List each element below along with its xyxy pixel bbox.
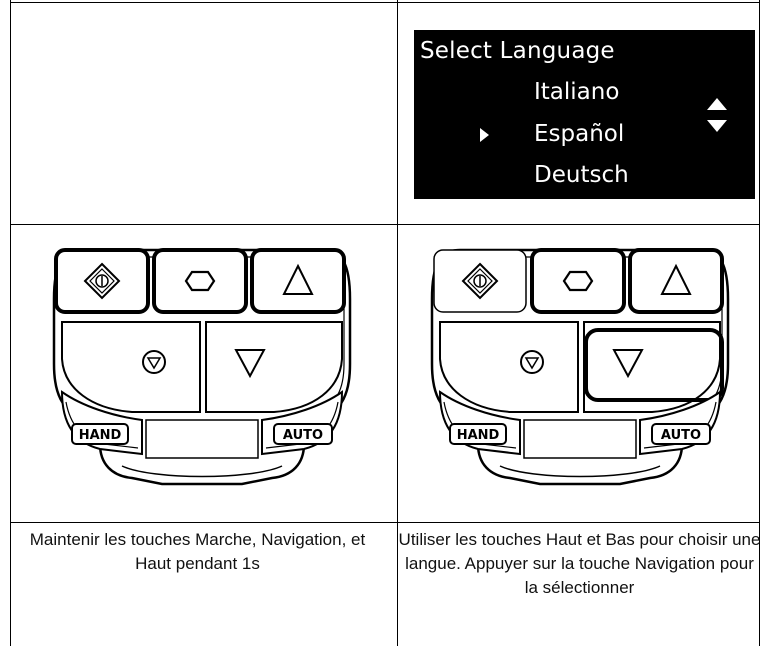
up-key[interactable] [628,248,724,314]
start-key[interactable] [54,248,150,314]
hand-key[interactable]: HAND [60,390,143,456]
auto-key-label: AUTO [661,428,701,443]
right-triangle-cursor-icon [480,128,489,142]
hand-key-label: HAND [457,428,500,443]
language-option[interactable]: Italiano [534,79,620,105]
language-option-selected[interactable]: Español [534,121,625,147]
auto-key[interactable]: AUTO [639,390,722,456]
table-border-top [10,2,760,3]
table-divider-center [397,0,398,646]
start-key[interactable] [433,249,527,313]
caption-right: Utiliser les touches Haut et Bas pour ch… [398,530,761,597]
keypad-left: HAND AUTO [52,248,352,486]
table-divider-row2 [10,522,760,523]
navigation-key[interactable] [152,248,248,314]
hand-key[interactable]: HAND [438,390,521,456]
navigation-key[interactable] [530,248,626,314]
up-key[interactable] [250,248,346,314]
caption-left: Maintenir les touches Marche, Navigation… [29,530,366,573]
auto-key-label: AUTO [283,428,323,443]
blank-panel [523,419,637,459]
hand-key-label: HAND [79,428,122,443]
language-select-display: Select Language Italiano Español Deutsch [414,30,755,199]
language-option[interactable]: Deutsch [534,162,629,188]
keypad-right: HAND AUTO [430,248,730,486]
display-title: Select Language [420,38,615,64]
table-border-right [759,0,760,646]
auto-key[interactable]: AUTO [261,390,344,456]
stop-key[interactable] [61,321,201,413]
down-key[interactable] [205,321,343,413]
down-key[interactable] [583,321,724,413]
blank-panel [145,419,259,459]
table-divider-row1 [10,224,760,225]
table-border-left [10,0,11,646]
up-down-arrows-icon [707,98,727,132]
stop-key[interactable] [439,321,579,413]
